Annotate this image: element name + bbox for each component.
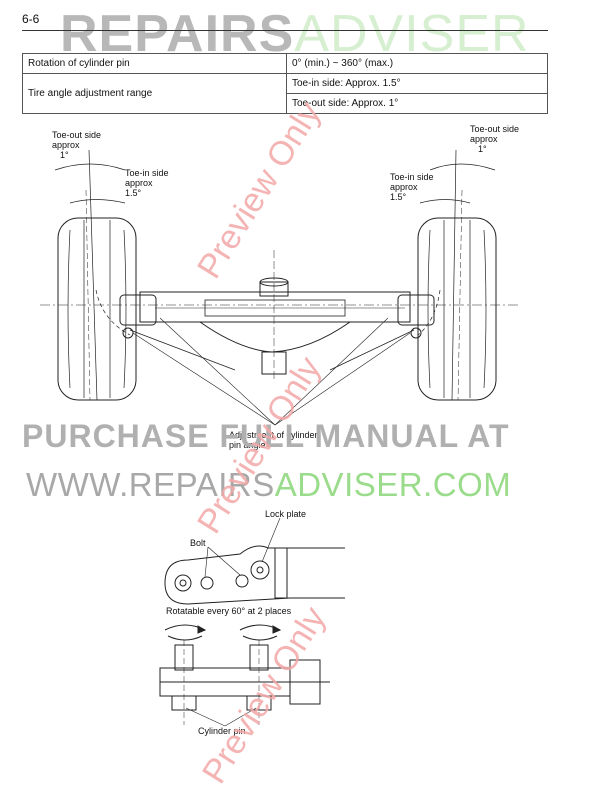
bolt-circle bbox=[235, 574, 249, 588]
watermark-header: REPAIRSADVISER bbox=[60, 8, 530, 60]
angle-value: 1.5° bbox=[125, 188, 142, 198]
table-cell-value: Toe-out side: Approx. 1° bbox=[286, 93, 548, 114]
axle-diagram bbox=[40, 149, 520, 426]
angle-value: 1° bbox=[478, 144, 487, 154]
page-number: 6-6 bbox=[22, 12, 40, 26]
label-line: Toe-out side bbox=[52, 130, 102, 140]
label-line: approx bbox=[52, 140, 80, 150]
toe-out-right-label: Toe-out side approx 1° bbox=[470, 124, 519, 154]
pin-circle-right bbox=[250, 560, 270, 580]
toe-out-left-label: Toe-out side approx 1° bbox=[52, 130, 101, 160]
label-line: pin angle bbox=[229, 440, 266, 450]
pin-circle-left bbox=[174, 574, 192, 592]
angle-value: 1° bbox=[60, 150, 69, 160]
table-cell-label: Tire angle adjustment range bbox=[22, 73, 287, 114]
rotatable-label: Rotatable every 60° at 2 places bbox=[166, 606, 292, 616]
bolt-circle bbox=[200, 576, 214, 590]
header-rule bbox=[22, 30, 548, 31]
bolt-label: Bolt bbox=[190, 538, 206, 548]
spec-table: Rotation of cylinder pin 0° (min.) ~ 360… bbox=[22, 53, 548, 114]
table-row: Rotation of cylinder pin 0° (min.) ~ 360… bbox=[22, 53, 548, 74]
cylinder-pin-diagram bbox=[159, 624, 330, 727]
watermark-url: WWW.REPAIRSADVISER.COM bbox=[26, 466, 511, 504]
watermark-header-dark: REPAIRS bbox=[60, 5, 295, 63]
label-line: Toe-in side bbox=[125, 168, 169, 178]
adjustment-label: Adjustment of cylinder pin angle bbox=[229, 430, 318, 450]
lock-plate-label: Lock plate bbox=[265, 509, 307, 519]
watermark-url-light: ADVISER.COM bbox=[274, 466, 512, 503]
angle-value: 1.5° bbox=[390, 192, 407, 202]
watermark-purchase: PURCHASE FULL MANUAL AT bbox=[22, 418, 510, 454]
axle-beam bbox=[139, 291, 411, 323]
toe-in-right-label: Toe-in side approx 1.5° bbox=[390, 172, 434, 202]
label-line: Toe-out side bbox=[470, 124, 520, 134]
lock-plate-diagram bbox=[164, 517, 345, 605]
table-row: Toe-out side: Approx. 1° bbox=[23, 93, 548, 114]
cylinder-pin-label: Cylinder pin bbox=[198, 726, 246, 736]
watermark-url-dark: WWW.REPAIRS bbox=[26, 466, 275, 503]
left-tire bbox=[57, 217, 137, 401]
right-tire bbox=[417, 217, 497, 401]
label-line: Adjustment of cylinder bbox=[229, 430, 318, 440]
label-line: approx bbox=[390, 182, 418, 192]
label-line: approx bbox=[125, 178, 153, 188]
label-line: Toe-in side bbox=[390, 172, 434, 182]
toe-in-left-label: Toe-in side approx 1.5° bbox=[125, 168, 169, 198]
watermark-header-light: ADVISER bbox=[294, 5, 530, 63]
label-line: approx bbox=[470, 134, 498, 144]
